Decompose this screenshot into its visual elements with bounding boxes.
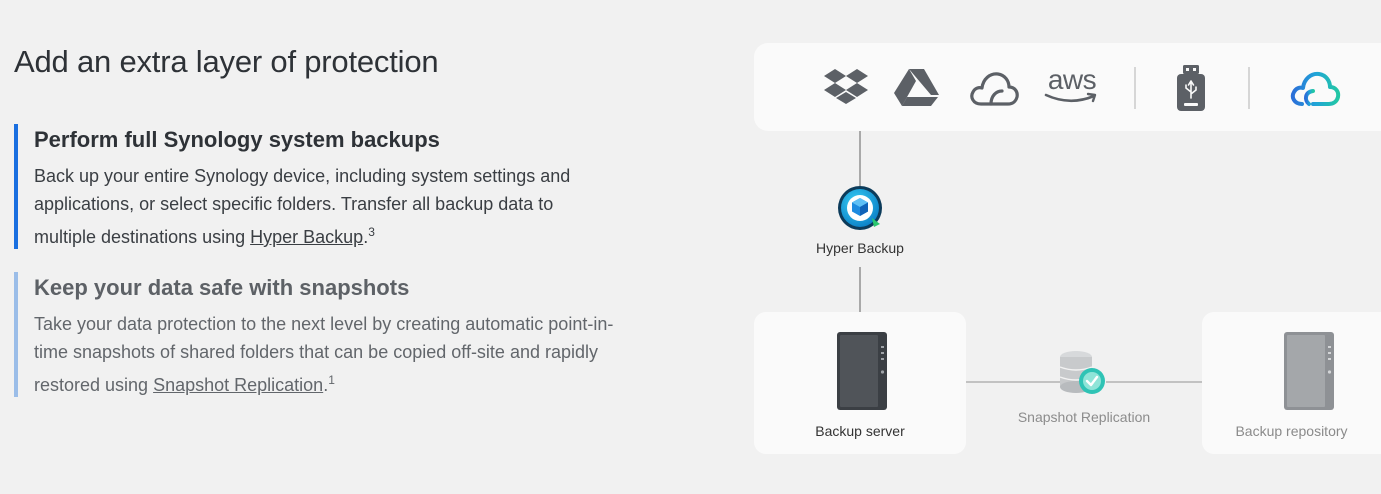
separator xyxy=(1134,67,1136,109)
backup-repository-label: Backup repository xyxy=(1235,423,1348,439)
synology-c2-icon xyxy=(1290,71,1341,106)
google-drive-icon xyxy=(894,69,939,106)
separator xyxy=(1248,67,1250,109)
connector-line xyxy=(859,131,861,186)
backup-diagram: aws xyxy=(754,43,1381,494)
snapshot-replication-link[interactable]: Snapshot Replication xyxy=(153,375,324,395)
feature-description: Take your data protection to the next le… xyxy=(34,314,614,395)
connector-line xyxy=(1106,381,1202,383)
active-indicator-bar xyxy=(14,124,18,249)
inactive-indicator-bar xyxy=(14,272,18,397)
footnote-marker: 1 xyxy=(328,373,335,387)
nas-repository-icon xyxy=(1284,332,1334,410)
backup-repository-card: Backup repository xyxy=(1202,312,1381,454)
feature-description: Back up your entire Synology device, inc… xyxy=(34,166,571,247)
connector-line xyxy=(859,267,861,312)
connector-line xyxy=(966,381,1062,383)
hyper-backup-icon xyxy=(838,186,882,230)
footnote-marker: 3 xyxy=(368,225,375,239)
hyper-backup-link[interactable]: Hyper Backup xyxy=(250,227,364,247)
destinations-panel: aws xyxy=(754,43,1381,131)
page-heading: Add an extra layer of protection xyxy=(14,44,439,79)
backup-server-label: Backup server xyxy=(815,423,905,439)
backup-server-card: Backup server xyxy=(754,312,966,454)
dropbox-icon xyxy=(824,69,868,104)
snapshot-replication-icon xyxy=(1059,351,1105,394)
feature-title: Perform full Synology system backups xyxy=(34,127,440,152)
hyper-backup-label: Hyper Backup xyxy=(816,240,904,256)
snapshot-replication-label: Snapshot Replication xyxy=(1017,409,1151,425)
cloud-icon xyxy=(970,72,1019,106)
feature-system-backups[interactable]: Perform full Synology system backups Bac… xyxy=(14,124,614,249)
usb-drive-icon xyxy=(1177,65,1205,111)
nas-server-icon xyxy=(837,332,887,410)
aws-icon: aws xyxy=(1042,65,1102,109)
feature-title: Keep your data safe with snapshots xyxy=(34,275,410,300)
feature-snapshots[interactable]: Keep your data safe with snapshots Take … xyxy=(14,272,614,397)
